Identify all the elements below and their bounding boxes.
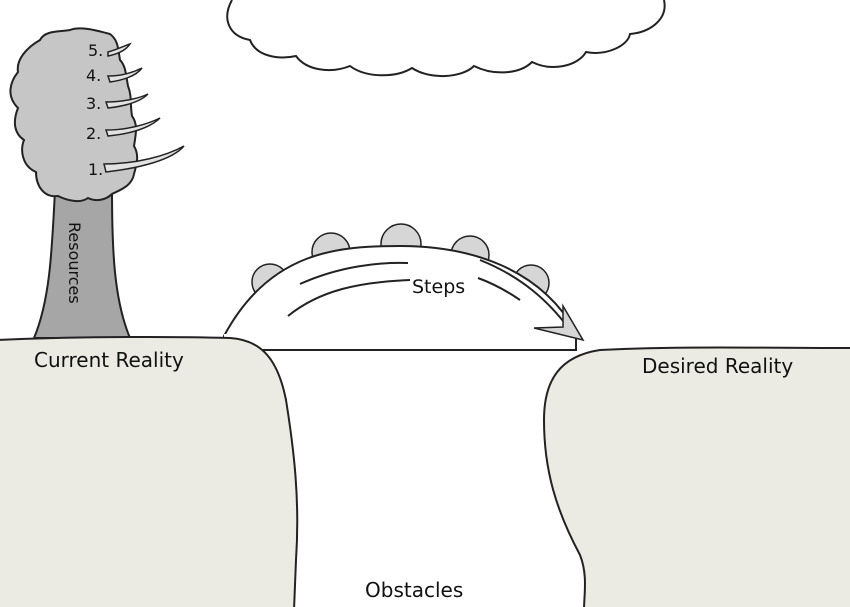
branch-3: [104, 93, 149, 109]
branch-label-2: 2.: [86, 124, 101, 143]
branch-label-3: 3.: [86, 94, 101, 113]
steps-label: Steps: [412, 276, 465, 298]
branch-4: [106, 67, 143, 83]
cloud: [226, 0, 666, 78]
branch-1: [103, 145, 185, 173]
bridge-arc: [223, 244, 577, 351]
cliff-desired-reality: [542, 346, 850, 607]
desired-reality-label: Desired Reality: [642, 354, 793, 378]
current-reality-label: Current Reality: [34, 348, 184, 372]
tree-canopy: [9, 27, 139, 203]
branch-5: [107, 42, 132, 57]
steps-arrow-line-1: [299, 261, 409, 285]
obstacles-label: Obstacles: [365, 578, 463, 602]
branch-label-4: 4.: [86, 66, 101, 85]
steps-arrow-line-2: [287, 277, 521, 317]
arrowhead-icon: [533, 303, 585, 342]
branch-spikes: [103, 42, 185, 173]
cliff-current-reality: [0, 335, 299, 607]
resources-label: Resources: [65, 222, 84, 304]
branch-label-1: 1.: [88, 160, 103, 179]
branch-labels: 5. 4. 3. 2. 1.: [86, 41, 103, 179]
branch-2: [104, 117, 161, 137]
branch-label-5: 5.: [88, 41, 103, 60]
